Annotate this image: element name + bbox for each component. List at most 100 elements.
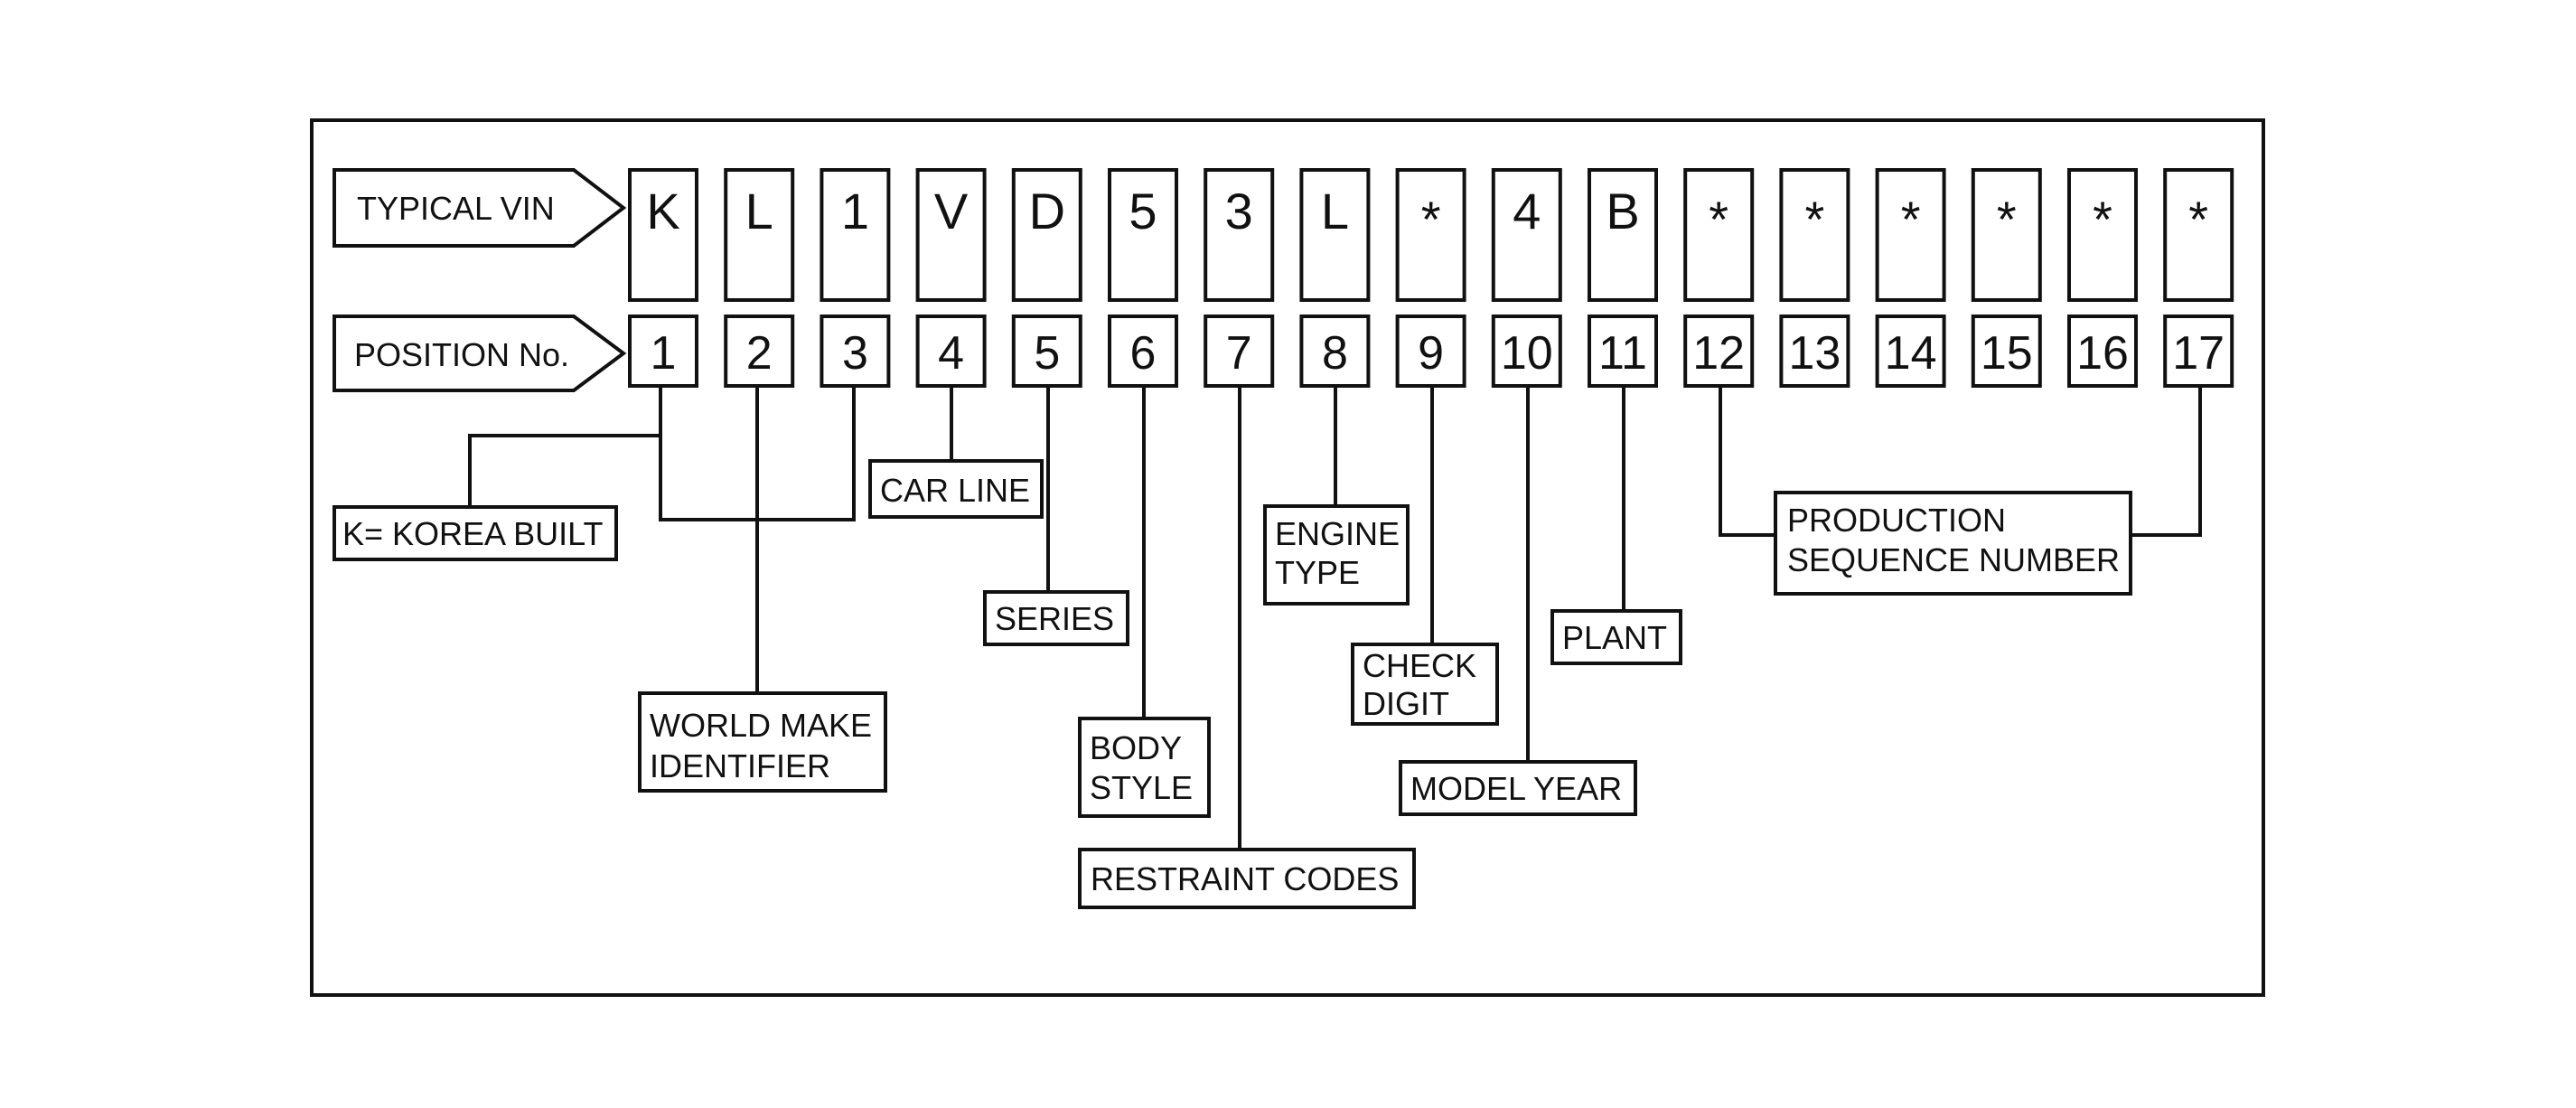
callout-restraint-codes: RESTRAINT CODES [1078,848,1416,909]
callout-check-digit: CHECK DIGIT [1351,643,1499,726]
typical-vin-arrow [333,168,627,248]
vin-char: 5 [1129,183,1157,239]
position-box: 12 [1683,315,1755,388]
series-text: SERIES [995,600,1114,637]
check-digit-line2: DIGIT [1363,685,1449,722]
model-year-text: MODEL YEAR [1410,770,1622,807]
callout-model-year: MODEL YEAR [1399,760,1637,816]
vin-char-box: 4 [1491,168,1562,302]
vin-char-box: B [1588,168,1658,302]
position-box: 5 [1011,315,1082,388]
position-box: 10 [1491,315,1562,388]
position-number: 11 [1598,327,1647,380]
callout-series: SERIES [983,590,1129,646]
body-style-line1: BODY [1090,729,1182,766]
position-number: 6 [1130,327,1157,380]
position-box: 15 [1971,315,2042,388]
vin-char-box: * [1875,168,1946,302]
car-line-text: CAR LINE [880,472,1030,509]
vin-char: L [1321,183,1349,239]
vin-char: K [646,183,679,239]
position-number: 10 [1501,327,1553,380]
connector-lines [468,386,2202,850]
position-box: 17 [2163,315,2234,388]
vin-char: * [1901,191,1921,248]
callout-body-style: BODY STYLE [1078,717,1211,818]
vin-char-box: * [2163,168,2234,302]
world-make-line1: WORLD MAKE [650,707,872,744]
position-box: 1 [628,315,698,388]
vin-char: 1 [841,183,869,239]
vin-char-box: * [1395,168,1466,302]
position-number: 7 [1226,327,1252,380]
position-number: 1 [651,327,677,380]
production-seq-line1: PRODUCTION [1787,502,2006,539]
vin-char-box: 1 [820,168,891,302]
vin-char: D [1029,183,1065,239]
vin-char: V [934,183,969,239]
restraint-codes-text: RESTRAINT CODES [1091,860,1399,897]
position-number: 2 [746,327,773,380]
connector-production-seq-right [2131,386,2202,537]
position-number: 14 [1885,327,1937,380]
vin-char: * [1805,191,1825,248]
plant-text: PLANT [1562,619,1667,656]
callout-world-make-identifier: WORLD MAKE IDENTIFIER [638,691,887,793]
position-box: 8 [1299,315,1371,388]
position-box: 6 [1108,315,1178,388]
position-box: 14 [1875,315,1946,388]
engine-type-line1: ENGINE [1275,515,1400,552]
world-make-line2: IDENTIFIER [650,747,830,784]
check-digit-line1: CHECK [1363,647,1476,684]
vin-char: 4 [1513,183,1541,239]
callout-car-line: CAR LINE [868,459,1044,519]
callout-engine-type: ENGINE TYPE [1263,504,1410,606]
position-number: 9 [1418,327,1444,380]
connector-production-seq-left [1719,386,1775,537]
connector-korea-built [468,386,662,507]
vin-char-box: * [1779,168,1850,302]
vin-char-box: * [1971,168,2042,302]
position-no-label: POSITION No. [354,336,569,373]
position-box: 11 [1588,315,1658,388]
callout-production-sequence-number: PRODUCTION SEQUENCE NUMBER [1774,491,2132,596]
vin-char: * [2093,191,2112,248]
position-number: 13 [1788,327,1841,380]
vin-char: * [1997,191,2017,248]
callout-plant: PLANT [1550,609,1682,665]
vin-char: * [2188,191,2208,248]
callout-korea-built: K= KOREA BUILT [333,505,618,561]
typical-vin-label: TYPICAL VIN [357,190,555,227]
position-box: 9 [1395,315,1466,388]
vin-char-box: D [1011,168,1082,302]
body-style-line2: STYLE [1090,769,1193,806]
position-number: 17 [2172,327,2225,380]
korea-built-text: K= KOREA BUILT [342,515,603,552]
engine-type-line2: TYPE [1275,554,1360,591]
position-box: 3 [820,315,891,388]
vin-char: * [1421,191,1441,248]
vin-char-box: L [1299,168,1371,302]
vin-char-box: L [724,168,795,302]
position-box: 13 [1779,315,1850,388]
vin-char: L [745,183,773,239]
production-seq-line2: SEQUENCE NUMBER [1787,541,2120,578]
position-number: 4 [938,327,964,380]
position-number: 8 [1322,327,1348,380]
position-box: 7 [1204,315,1275,388]
vin-char: * [1709,191,1728,248]
vin-char: 3 [1225,183,1253,239]
position-number: 12 [1692,327,1745,380]
vin-char-box: * [1683,168,1755,302]
position-box: 2 [724,315,795,388]
vin-char: B [1606,183,1639,239]
vin-char-box: * [2067,168,2138,302]
diagram-frame [310,118,2265,997]
position-number: 15 [1981,327,2033,380]
vin-char-box: 5 [1108,168,1178,302]
position-number: 3 [842,327,868,380]
vin-character-row: K L 1 V D 5 3 L * 4 B * * * * * * [628,168,2234,302]
